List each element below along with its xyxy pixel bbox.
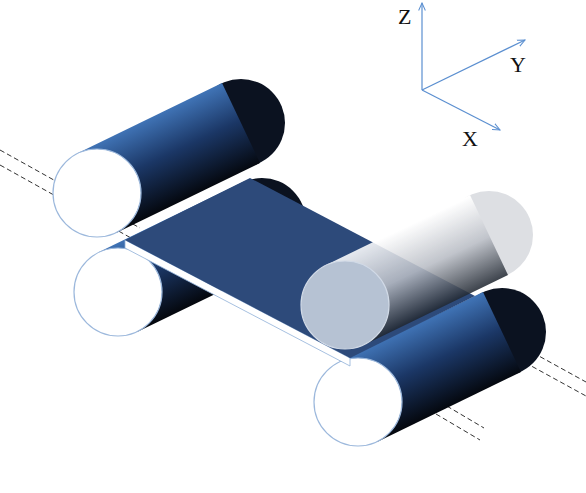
upper-roller-translucent — [301, 191, 533, 349]
axis-triad — [422, 3, 525, 130]
axis-label: X — [462, 128, 478, 150]
upper-roller — [53, 79, 285, 237]
roller-face — [301, 261, 389, 349]
z-axis — [421, 3, 422, 90]
roller-face — [314, 358, 402, 446]
x-axis — [422, 90, 500, 130]
roller-face — [53, 149, 141, 237]
roller-face — [74, 248, 162, 336]
y-axis — [422, 40, 525, 90]
center-lines — [0, 150, 586, 440]
center-line — [436, 414, 480, 440]
axis-label: Z — [398, 6, 411, 28]
axis-label: Y — [510, 54, 526, 76]
